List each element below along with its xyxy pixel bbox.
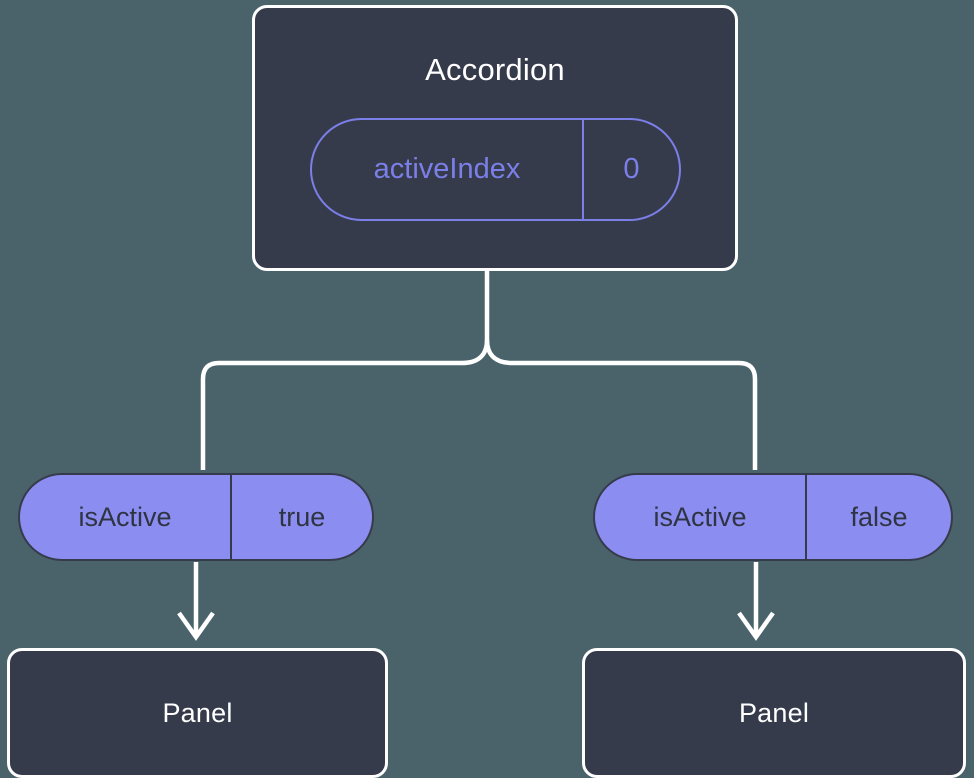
pill-is-active-false-value: false — [850, 501, 908, 532]
pill-active-index[interactable]: activeIndex 0 — [310, 118, 681, 221]
pill-active-index-value: 0 — [623, 153, 640, 185]
arrowhead-right — [737, 611, 775, 641]
pill-is-active-true[interactable]: isActive true — [18, 473, 374, 561]
node-panel-left[interactable]: Panel — [7, 648, 388, 778]
pill-is-active-true-key: isActive — [20, 475, 232, 559]
wire-branch-left — [200, 339, 490, 470]
pill-is-active-false-key: isActive — [595, 475, 807, 559]
pill-is-active-false[interactable]: isActive false — [593, 473, 953, 561]
pill-is-active-true-value: true — [278, 501, 326, 532]
panel-left-title: Panel — [162, 697, 233, 728]
pill-active-index-key: activeIndex — [312, 120, 584, 219]
accordion-title: Accordion — [425, 52, 565, 87]
wire-branch-right — [484, 339, 758, 470]
node-panel-right[interactable]: Panel — [582, 648, 966, 778]
panel-right-title: Panel — [738, 697, 810, 728]
arrowhead-left — [177, 611, 215, 641]
